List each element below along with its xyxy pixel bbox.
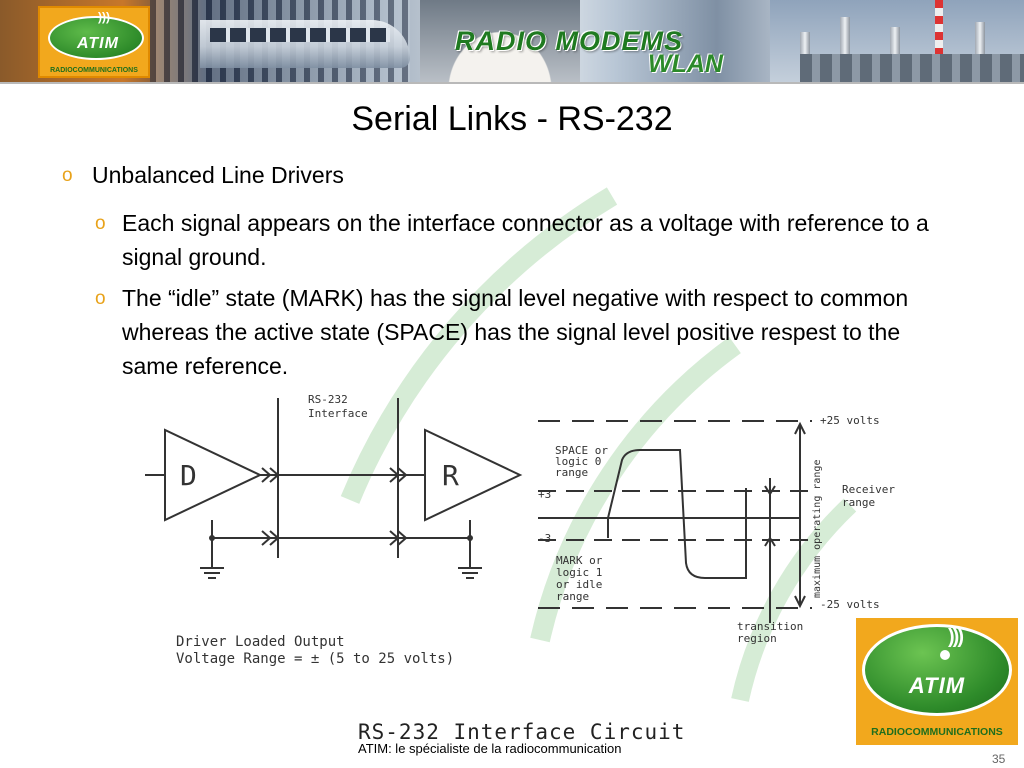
- voltage-levels-plot: [538, 420, 812, 623]
- corner-atim-logo: ATIM ))) RADIOCOMMUNICATIONS: [856, 618, 1018, 745]
- connector-icon: [261, 530, 280, 546]
- slide-title: Serial Links - RS-232: [351, 100, 673, 138]
- arrow-heads-icon: [794, 421, 806, 609]
- banner-plant: [800, 54, 1024, 82]
- logo-subtext: RADIOCOMMUNICATIONS: [50, 67, 138, 74]
- transition-label: transition: [737, 620, 803, 633]
- mark-label: or idle: [556, 578, 602, 591]
- bullet-text: Unbalanced Line Drivers: [92, 162, 344, 188]
- space-label: logic 0: [555, 455, 601, 468]
- transition-label: region: [737, 632, 777, 645]
- receiver-range-label: Receiver: [842, 483, 895, 496]
- junction-dot: [209, 535, 215, 541]
- mark-label: MARK or: [556, 554, 603, 567]
- rs232-circuit-diagram: RS-232 Interface D R Driver Loaded Outpu…: [145, 393, 895, 667]
- header-banner: ATIM ))) RADIOCOMMUNICATIONS RADIO MODEM…: [0, 0, 1024, 82]
- receiver-label: R: [442, 459, 459, 492]
- bullet-circle-icon: o: [95, 288, 106, 309]
- mark-label: logic 1: [556, 566, 602, 579]
- banner-divider: [0, 82, 1024, 84]
- page-number: 35: [992, 752, 1006, 766]
- connector-icon: [389, 530, 408, 546]
- interface-label: Interface: [308, 407, 368, 420]
- banner-subtitle: WLAN: [648, 50, 723, 78]
- bullet-level-2: o The “idle” state (MARK) has the signal…: [95, 281, 952, 383]
- ground-icon: [458, 567, 482, 579]
- banner-atim-logo: ATIM ))) RADIOCOMMUNICATIONS: [38, 6, 150, 78]
- bullet-level-2: o Each signal appears on the interface c…: [95, 206, 942, 274]
- bullet-text: The “idle” state (MARK) has the signal l…: [122, 285, 909, 379]
- plus25-label: +25 volts: [820, 414, 880, 427]
- banner-tanks-image: [420, 0, 580, 82]
- chimney: [840, 17, 850, 82]
- antenna-dot-icon: [940, 650, 950, 660]
- arrow-heads-icon: [764, 485, 776, 547]
- banner-title: RADIO MODEMS: [455, 26, 683, 56]
- bullet-text: Each signal appears on the interface con…: [122, 210, 929, 270]
- bullet-level-1: o Unbalanced Line Drivers: [62, 158, 972, 192]
- driver-label: D: [180, 459, 197, 492]
- junction-dot: [467, 535, 473, 541]
- chimney: [975, 22, 985, 82]
- radio-waves-icon: ))): [98, 10, 110, 24]
- minus3-label: -3: [538, 532, 551, 545]
- chimney: [935, 0, 943, 82]
- interface-label: RS-232: [308, 393, 348, 406]
- banner-train-windows: [210, 28, 390, 42]
- driver-output-label: Driver Loaded Output: [176, 634, 345, 650]
- logo-subtext: RADIOCOMMUNICATIONS: [871, 726, 1003, 738]
- space-label: range: [555, 466, 588, 479]
- ground-icon: [200, 567, 224, 579]
- connector-icon: [261, 467, 280, 483]
- max-range-label: maximum operating range: [812, 460, 823, 598]
- bullet-circle-icon: o: [62, 165, 73, 186]
- space-label: SPACE or: [555, 444, 608, 457]
- receiver-triangle: [424, 428, 523, 522]
- logo-text: ATIM: [908, 673, 966, 698]
- footer-text: ATIM: le spécialiste de la radiocommunic…: [356, 740, 680, 758]
- radio-waves-icon: ))): [948, 626, 964, 648]
- receiver-range-label: range: [842, 496, 875, 509]
- driver-output-label: Voltage Range = ± (5 to 25 volts): [176, 651, 454, 667]
- bullet-circle-icon: o: [95, 213, 106, 234]
- logo-oval: ATIM: [862, 624, 1012, 716]
- logo-oval: ATIM: [48, 16, 144, 60]
- logo-text: ATIM: [77, 35, 119, 52]
- connector-icon: [389, 467, 408, 483]
- signal-waveform: [607, 449, 747, 579]
- mark-label: range: [556, 590, 589, 603]
- minus25-label: -25 volts: [820, 598, 880, 611]
- plus3-label: +3: [538, 488, 551, 501]
